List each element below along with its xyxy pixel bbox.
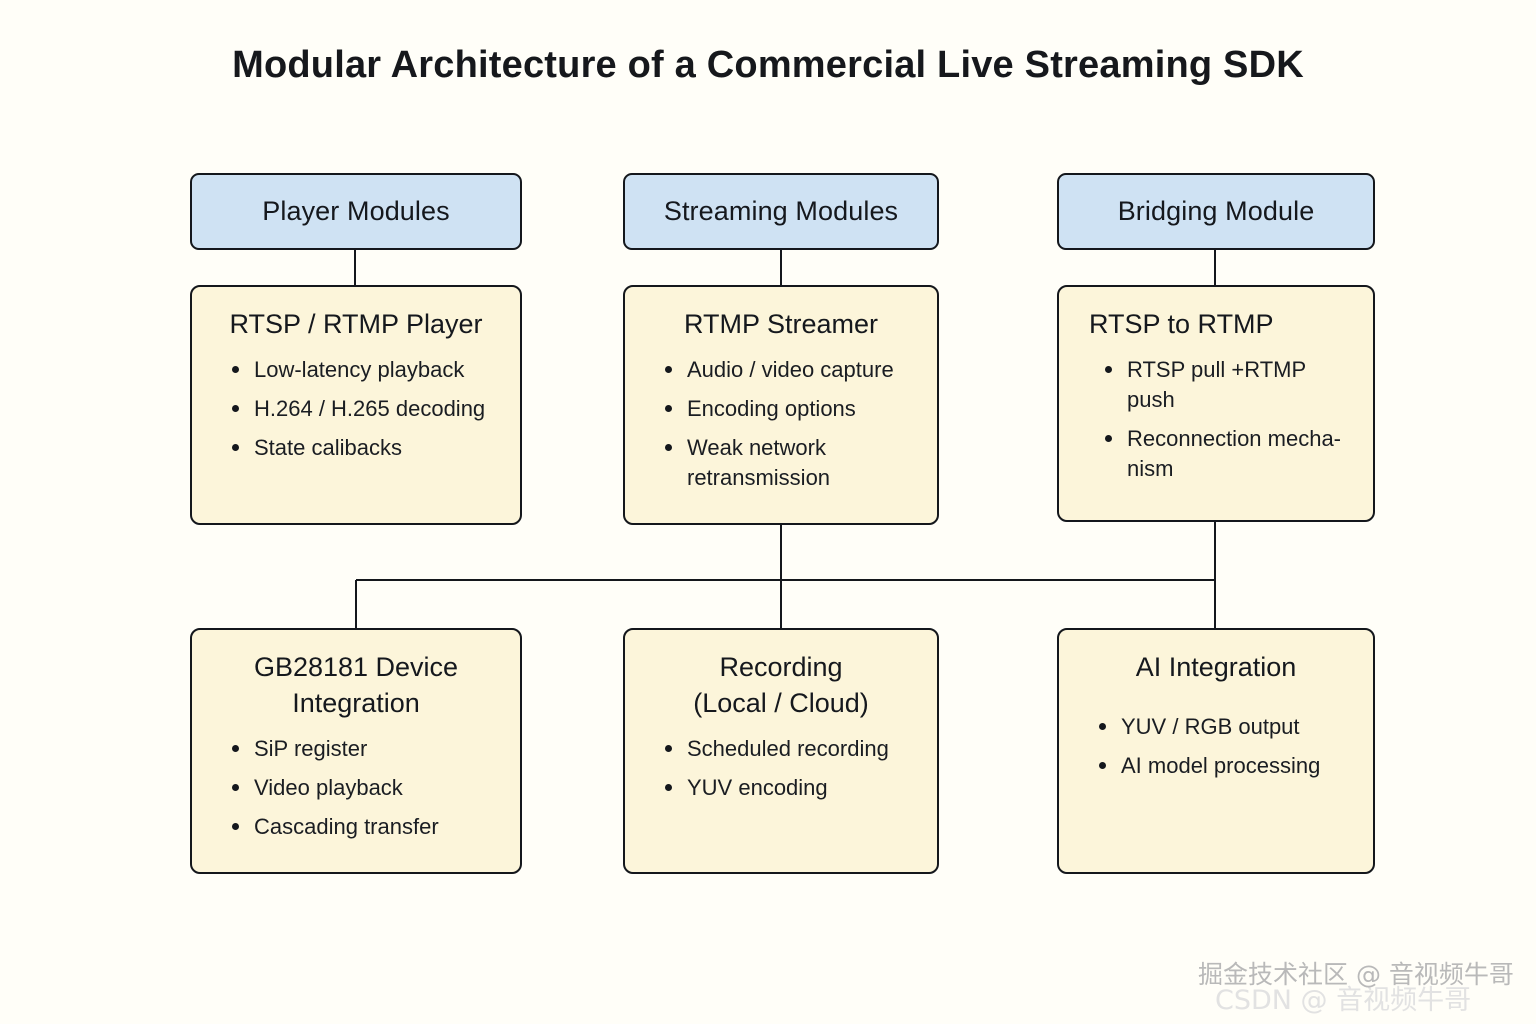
card-rtsp-rtmp-player-title: RTSP / RTMP Player [229,309,483,339]
header-player-modules[interactable]: Player Modules [190,173,522,250]
list-item: YUV / RGB output [1095,712,1357,742]
header-streaming-modules-label: Streaming Modules [663,196,899,226]
list-item: SiP register [228,734,504,764]
card-gb28181-device-integration-title: GB28181 Device Integration [253,652,459,718]
card-recording-bullets: Scheduled recording YUV encoding [641,734,921,803]
list-item: Reconnection mecha-nism [1101,424,1357,484]
list-item: Low-latency playback [228,355,504,385]
header-streaming-modules[interactable]: Streaming Modules [623,173,939,250]
list-item: AI model processing [1095,751,1357,781]
card-rtsp-rtmp-player-bullets: Low-latency playback H.264 / H.265 decod… [208,355,504,463]
header-bridging-module[interactable]: Bridging Module [1057,173,1375,250]
list-item: Cascading transfer [228,812,504,842]
card-rtsp-rtmp-player[interactable]: RTSP / RTMP Player Low-latency playback … [190,285,522,525]
list-item: RTSP pull +RTMP push [1101,355,1357,415]
card-rtsp-to-rtmp-bullets: RTSP pull +RTMP push Reconnection mecha-… [1081,355,1357,484]
list-item: Weak network retransmission [661,433,921,493]
card-ai-integration[interactable]: AI Integration YUV / RGB output AI model… [1057,628,1375,874]
list-item: Encoding options [661,394,921,424]
list-item: Video playback [228,773,504,803]
list-item: Scheduled recording [661,734,921,764]
list-item: Audio / video capture [661,355,921,385]
card-recording[interactable]: Recording (Local / Cloud) Scheduled reco… [623,628,939,874]
card-rtmp-streamer-title: RTMP Streamer [683,309,879,339]
card-ai-integration-title: AI Integration [1135,652,1297,682]
header-player-modules-label: Player Modules [262,196,450,226]
header-bridging-module-label: Bridging Module [1117,196,1315,226]
card-rtmp-streamer-bullets: Audio / video capture Encoding options W… [641,355,921,493]
list-item: YUV encoding [661,773,921,803]
card-gb28181-device-integration-bullets: SiP register Video playback Cascading tr… [208,734,504,842]
card-gb28181-device-integration[interactable]: GB28181 Device Integration SiP register … [190,628,522,874]
card-rtmp-streamer[interactable]: RTMP Streamer Audio / video capture Enco… [623,285,939,525]
card-rtsp-to-rtmp[interactable]: RTSP to RTMP RTSP pull +RTMP push Reconn… [1057,285,1375,522]
page-title: Modular Architecture of a Commercial Liv… [232,44,1304,86]
watermark-csdn: CSDN @ 音视频牛哥 [1215,985,1472,1016]
watermark-juejin: 掘金技术社区 @ 音视频牛哥 [1198,960,1514,989]
card-rtsp-to-rtmp-title: RTSP to RTMP [1089,309,1274,339]
list-item: H.264 / H.265 decoding [228,394,504,424]
list-item: State calibacks [228,433,504,463]
card-ai-integration-bullets: YUV / RGB output AI model processing [1075,712,1357,781]
card-recording-title: Recording (Local / Cloud) [693,652,869,718]
